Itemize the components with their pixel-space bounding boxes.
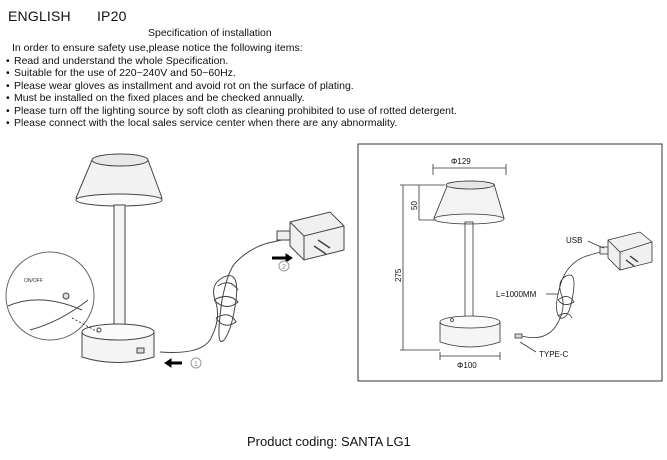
spec-title: Specification of installation: [148, 27, 272, 39]
header: ENGLISH IP20: [8, 8, 127, 24]
on-off-label: ON/OFF: [24, 278, 43, 284]
instruction-list: Read and understand the whole Specificat…: [6, 55, 457, 129]
list-item: Suitable for the use of 220~240V and 50~…: [6, 67, 457, 79]
shade-diameter-label: Φ129: [451, 157, 471, 166]
usb-label: USB: [566, 236, 582, 245]
total-height-label: 275: [394, 268, 403, 282]
intro-text: In order to ensure safety use,please not…: [12, 42, 303, 54]
list-item: Please connect with the local sales serv…: [6, 117, 457, 129]
typec-label: TYPE-C: [539, 350, 569, 359]
dimension-frame: [357, 143, 663, 382]
product-code: Product coding: SANTA LG1: [247, 434, 411, 449]
list-item: Please turn off the lighting source by s…: [6, 105, 457, 117]
list-item: Read and understand the whole Specificat…: [6, 55, 457, 67]
step-2-label: 2: [282, 264, 286, 271]
step-1-label: 1: [194, 361, 198, 368]
list-item: Please wear gloves as installment and av…: [6, 80, 457, 92]
language-label: ENGLISH: [8, 8, 71, 24]
ip-rating: IP20: [96, 8, 127, 24]
list-item: Must be installed on the fixed places an…: [6, 92, 457, 104]
shade-height-label: 50: [410, 201, 419, 210]
cable-length-label: L=1000MM: [496, 290, 537, 299]
base-diameter-label: Φ100: [457, 361, 477, 370]
